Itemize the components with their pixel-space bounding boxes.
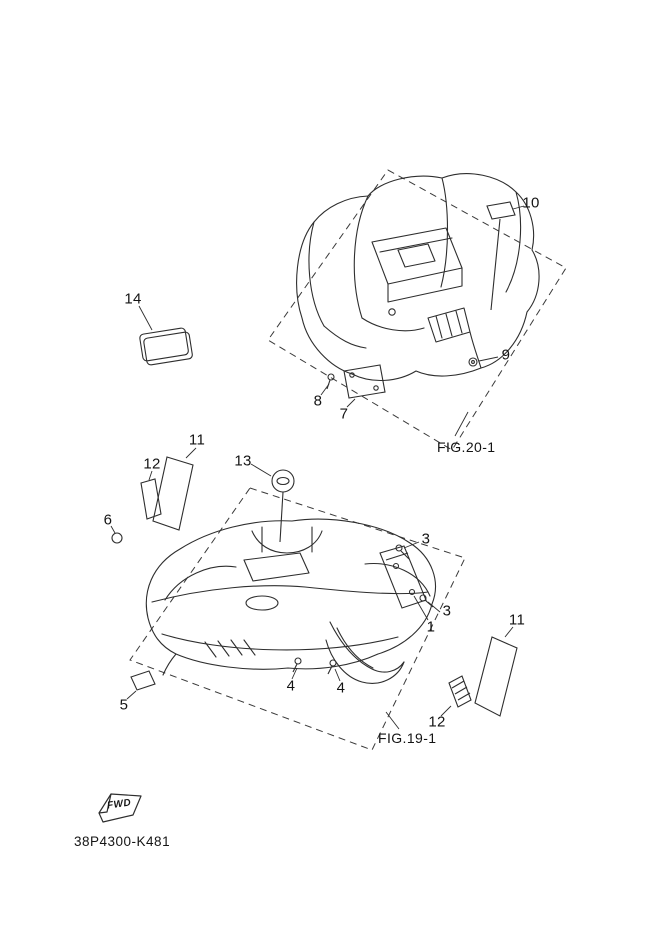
grommet-part6 — [111, 532, 123, 544]
callout-12-right: 12 — [428, 713, 446, 731]
fig19-label: FIG.19-1 — [378, 730, 437, 746]
callout-11-left: 11 — [188, 431, 206, 449]
callout-13: 13 — [234, 452, 252, 470]
callout-12-left: 12 — [143, 455, 161, 473]
callout-9: 9 — [501, 346, 511, 364]
sticker-part12-right — [448, 675, 472, 708]
bracket-part1 — [379, 545, 427, 609]
fig20-boundary — [267, 169, 567, 451]
callout-3-upper: 3 — [421, 530, 431, 548]
pad-part14 — [139, 327, 193, 366]
fig20-label: FIG.20-1 — [437, 439, 496, 455]
callout-10: 10 — [522, 194, 540, 212]
sticker-part12-left — [140, 478, 162, 520]
screw-part3-lower — [419, 594, 434, 608]
callout-14: 14 — [124, 290, 142, 308]
sticker-part11-left — [152, 456, 194, 531]
part-code: 38P4300-K481 — [74, 834, 171, 849]
callout-1: 1 — [426, 618, 436, 636]
fig19-boundary — [129, 487, 466, 751]
leader-lines — [110, 205, 525, 730]
callout-4-left: 4 — [286, 677, 296, 695]
plate-part7 — [343, 364, 386, 399]
fwd-icon — [98, 793, 142, 823]
callout-3-lower: 3 — [442, 602, 452, 620]
callout-6: 6 — [103, 511, 113, 529]
fuel-cap-part — [271, 469, 295, 543]
fastener-part9 — [468, 357, 478, 367]
tag-part5 — [130, 670, 156, 691]
sticker-part11-right — [474, 636, 518, 717]
callout-5: 5 — [119, 696, 129, 714]
bolt-part4-right — [327, 659, 337, 675]
screw-part3-upper — [395, 544, 410, 560]
callout-4-right: 4 — [336, 679, 346, 697]
screw-part8 — [326, 373, 335, 390]
rear-fender-drawing — [296, 173, 540, 382]
bolt-part4-left — [292, 657, 302, 673]
callout-8: 8 — [313, 392, 323, 410]
callout-7: 7 — [339, 405, 349, 423]
callout-11-right: 11 — [508, 611, 526, 629]
front-fender-drawing — [145, 518, 436, 684]
tag-part10 — [486, 201, 516, 311]
